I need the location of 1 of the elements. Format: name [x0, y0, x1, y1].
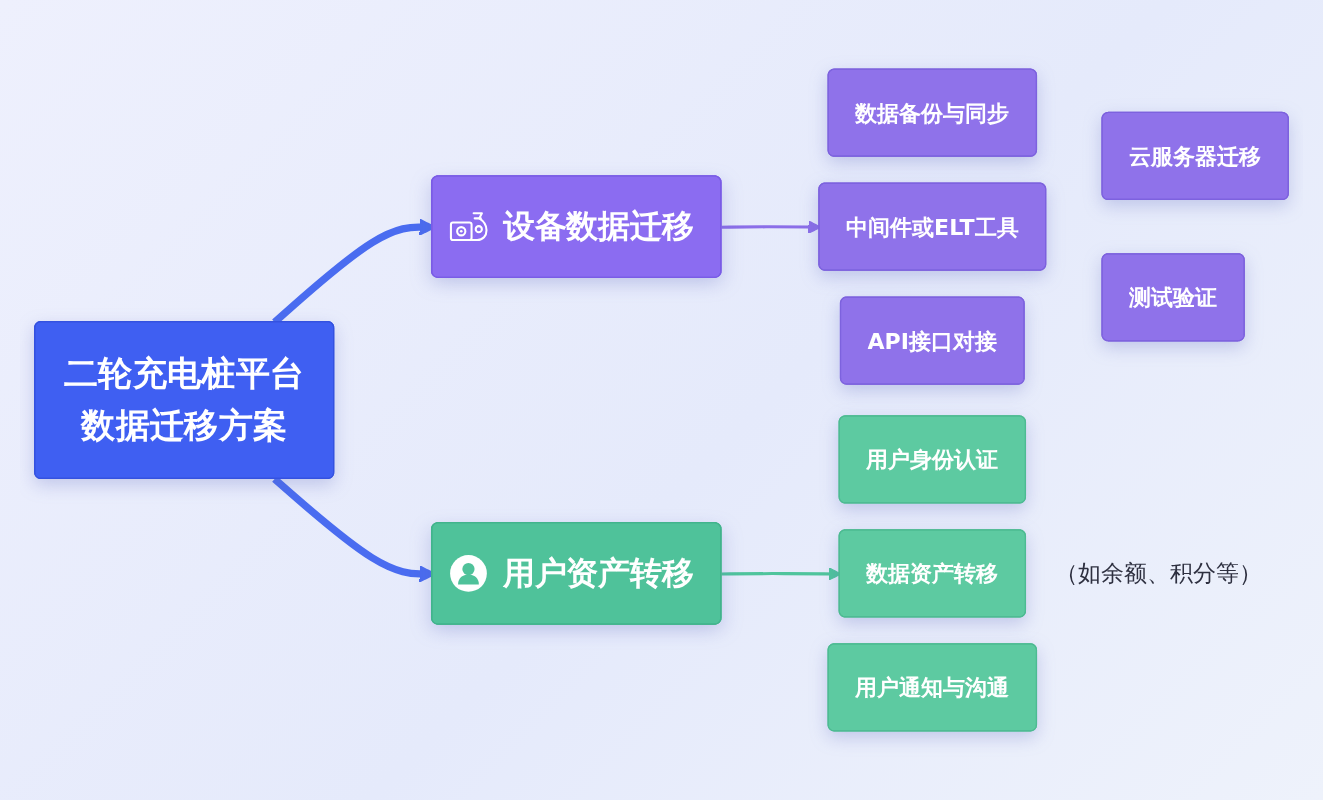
annotation-text: （如余额、积分等）	[1054, 559, 1262, 588]
